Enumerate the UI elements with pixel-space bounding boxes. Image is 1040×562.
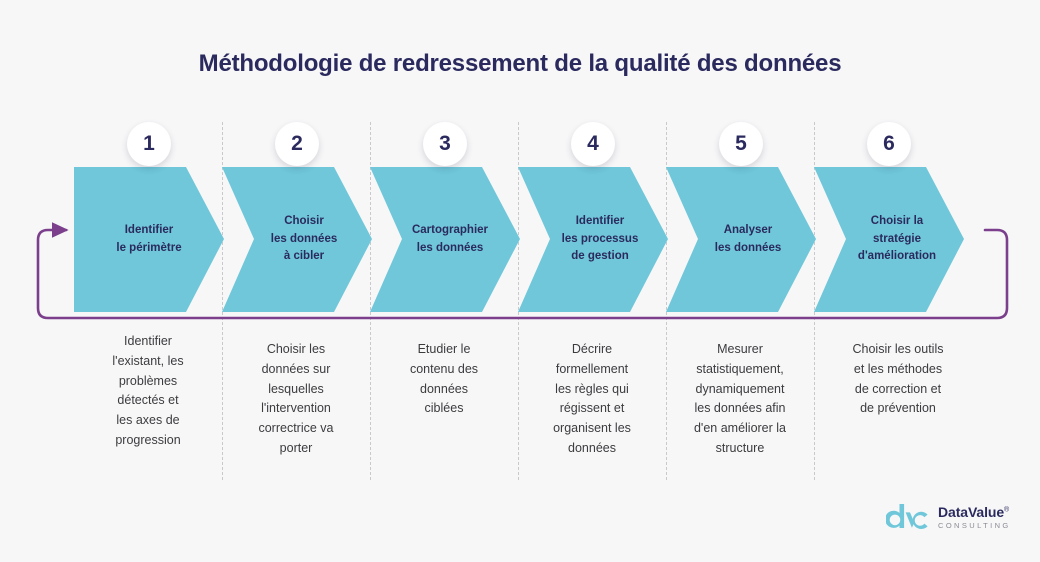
chevron-shape-6 (814, 167, 964, 312)
chevron-shape-4 (518, 167, 668, 312)
description-line: dynamiquement (695, 381, 785, 396)
description-line: ciblées (424, 401, 464, 416)
process-step-2[interactable]: Choisir les données à cibler 2 (222, 122, 372, 322)
step-number-badge-2: 2 (275, 122, 319, 166)
datavalue-logo: DataValue® CONSULTING (885, 500, 1016, 536)
process-step-6[interactable]: Choisir la stratégie d'amélioration 6 (814, 122, 964, 322)
step-description-5: Mesurer statistiquement, dynamiquement l… (660, 340, 820, 459)
description-line: Choisir les (266, 342, 326, 356)
description-line: contenu des (409, 361, 479, 376)
description-line: données (568, 440, 616, 455)
chevron-shape-1 (74, 167, 224, 312)
logo-text-block: DataValue® CONSULTING (938, 503, 1011, 532)
step-number-badge-3: 3 (423, 122, 467, 166)
process-step-5[interactable]: Analyser les données 5 (666, 122, 816, 322)
chevron-shape-3 (370, 167, 520, 312)
description-line: correctrice va (258, 421, 334, 435)
page-title: Méthodologie de redressement de la quali… (198, 50, 842, 77)
description-line: d'en améliorer la (693, 421, 787, 435)
chevron-shape-2 (222, 167, 372, 312)
description-line: lesquelles (268, 381, 324, 396)
description-line: porter (279, 440, 313, 455)
description-line: problèmes (118, 373, 178, 388)
step-number-badge-4: 4 (571, 122, 615, 166)
step-number-badge-5: 5 (719, 122, 763, 166)
logo-subtitle: CONSULTING (938, 521, 1011, 531)
description-line: les axes de (116, 413, 180, 427)
dvc-logomark-icon (885, 502, 930, 535)
description-line: l'existant, les (112, 353, 184, 368)
process-step-3[interactable]: Cartographier les données 3 (370, 122, 520, 322)
step-description-6: Choisir les outils et les méthodes de co… (812, 340, 984, 419)
description-line: statistiquement, (696, 361, 784, 376)
description-line: Choisir les outils (852, 342, 944, 356)
description-line: Mesurer (717, 342, 763, 356)
description-line: structure (715, 440, 765, 455)
description-line: données sur (261, 361, 331, 376)
step-number-badge-1: 1 (127, 122, 171, 166)
description-line: de correction et (854, 381, 942, 396)
description-line: organisent les (553, 421, 631, 435)
step-description-3: Etudier le contenu des données ciblées (364, 340, 524, 419)
description-line: et les méthodes (853, 361, 943, 376)
description-line: Décrire (571, 342, 613, 356)
description-line: Identifier (124, 334, 172, 348)
step-description-2: Choisir les données sur lesquelles l'int… (216, 340, 376, 459)
description-line: les données afin (694, 401, 786, 416)
description-line: progression (115, 432, 181, 447)
step-number-badge-6: 6 (867, 122, 911, 166)
description-line: données (420, 381, 468, 396)
process-step-1[interactable]: Identifier le périmètre 1 (74, 122, 224, 322)
description-line: l'intervention (261, 401, 331, 416)
registered-trademark-icon: ® (1004, 506, 1010, 514)
step-description-4: Décrire formellement les règles qui régi… (512, 340, 672, 459)
description-line: les règles qui (555, 381, 629, 396)
process-steps: Identifier le périmètre 1 Choisir les do… (0, 122, 1040, 322)
description-line: de prévention (860, 401, 936, 416)
description-line: Etudier le (417, 342, 471, 356)
description-line: formellement (555, 361, 629, 376)
description-line: régissent et (559, 401, 625, 416)
logo-name: DataValue® (938, 503, 1010, 520)
process-step-4[interactable]: Identifier les processus de gestion 4 (518, 122, 668, 322)
description-line: détectés et (117, 393, 179, 408)
step-description-1: Identifier l'existant, les problèmes dét… (68, 332, 228, 451)
chevron-shape-5 (666, 167, 816, 312)
